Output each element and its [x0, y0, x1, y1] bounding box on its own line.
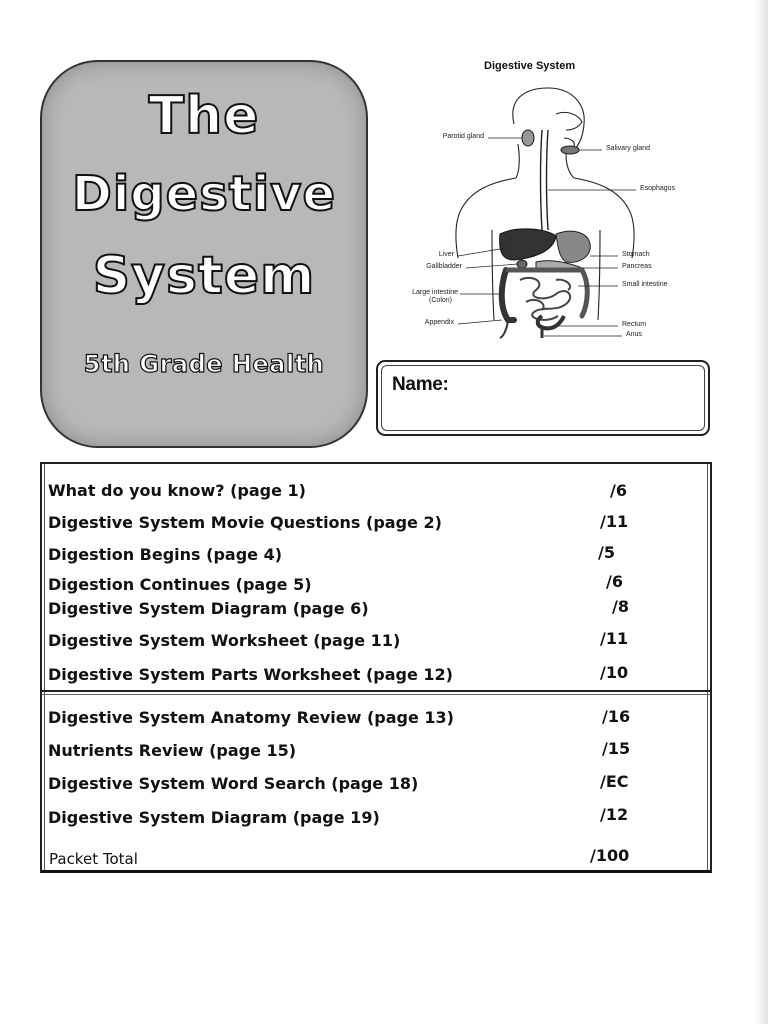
row-label-digestion-continues: Digestion Continues (page 5) [48, 575, 312, 594]
row-label-anatomy-review: Digestive System Anatomy Review (page 13… [48, 708, 454, 727]
page-edge [754, 0, 768, 1024]
label-small-intestine: Small intestine [622, 281, 668, 288]
row-score-nutrients-review: /15 [602, 739, 631, 758]
name-box: Name: [376, 360, 710, 436]
label-salivary: Salivary gland [606, 145, 650, 152]
row-label-worksheet-page11: Digestive System Worksheet (page 11) [48, 631, 401, 650]
body-outline-illustration [455, 87, 636, 339]
row-label-digestion-begins: Digestion Begins (page 4) [48, 545, 283, 564]
row-score-what-do-you-know: /6 [610, 481, 627, 500]
title-card: The Digestive System 5th Grade Health [40, 60, 368, 448]
title-line-digestive: Digestive [71, 165, 337, 223]
title-line-the: The [148, 85, 260, 147]
table-divider [42, 690, 710, 695]
subtitle-grade: 5th Grade Health [83, 349, 325, 378]
label-stomach: Stomach [622, 251, 650, 258]
row-label-diagram-page6: Digestive System Diagram (page 6) [48, 599, 369, 618]
row-label-what-do-you-know: What do you know? (page 1) [48, 481, 306, 500]
label-pancreas: Pancreas [622, 263, 652, 270]
label-colon: (Colon) [429, 297, 452, 304]
name-label: Name: [392, 374, 449, 395]
label-esophagus: Esophagus [640, 185, 676, 192]
label-liver: Liver [438, 251, 454, 258]
packet-total-label: Packet Total [49, 850, 138, 868]
title-line-system: System [92, 245, 316, 307]
row-score-movie-questions: /11 [600, 512, 629, 531]
row-score-digestion-begins: /5 [598, 543, 615, 562]
row-score-anatomy-review: /16 [602, 707, 631, 726]
table-inner-border-left [44, 464, 45, 870]
score-table: What do you know? (page 1) /6 Digestive … [40, 462, 712, 873]
name-field[interactable]: Name: [381, 365, 705, 431]
table-inner-border-right [707, 464, 708, 870]
label-rectum: Rectum [622, 321, 647, 328]
label-appendix: Appendix [424, 319, 454, 326]
row-score-parts-worksheet: /10 [600, 663, 629, 682]
row-label-diagram-page19: Digestive System Diagram (page 19) [48, 808, 380, 827]
row-score-diagram-page19: /12 [600, 805, 629, 824]
label-large-intestine: Large intestine [412, 289, 458, 296]
row-label-parts-worksheet: Digestive System Parts Worksheet (page 1… [48, 665, 453, 684]
row-score-diagram-page6: /8 [612, 597, 629, 616]
row-label-nutrients-review: Nutrients Review (page 15) [48, 741, 297, 760]
label-gallbladder: Gallbladder [426, 263, 462, 270]
digestive-system-diagram: Digestive System [396, 58, 696, 350]
row-score-digestion-continues: /6 [606, 572, 623, 591]
row-score-worksheet-page11: /11 [600, 629, 629, 648]
row-label-word-search: Digestive System Word Search (page 18) [48, 774, 419, 793]
label-parotid: Parotid gland [442, 133, 484, 140]
packet-total-score: /100 [590, 846, 630, 865]
row-score-word-search: /EC [600, 772, 629, 791]
diagram-title: Digestive System [484, 60, 576, 72]
label-anus: Anus [626, 331, 642, 338]
row-label-movie-questions: Digestive System Movie Questions (page 2… [48, 513, 442, 532]
